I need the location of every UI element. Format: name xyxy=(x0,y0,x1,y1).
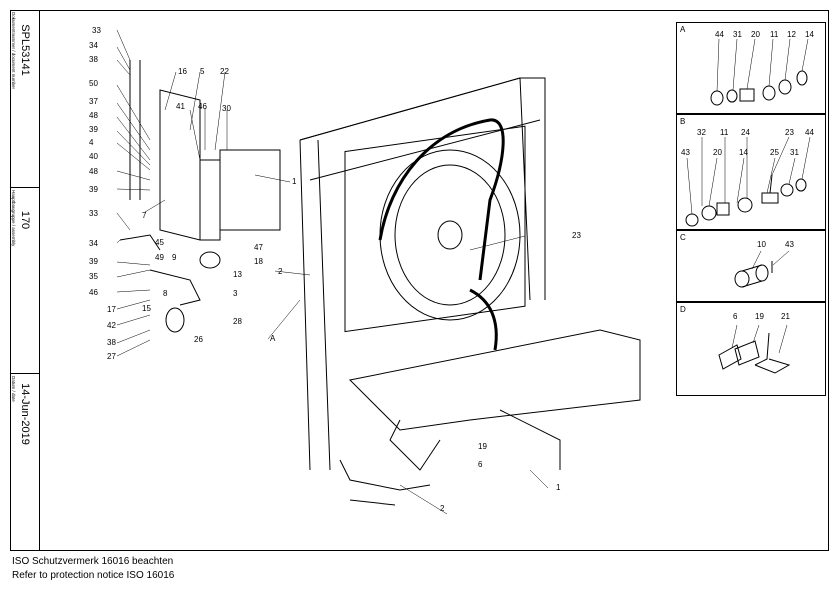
detail-a-label-3: 20 xyxy=(751,30,760,39)
callout-left-6: 48 xyxy=(89,111,98,120)
callout-right-1: 23 xyxy=(572,231,581,240)
detail-letter-a: A xyxy=(680,25,686,34)
detail-b-label-7: 20 xyxy=(713,148,722,157)
detail-b-label-2: 11 xyxy=(720,128,729,137)
date-caption: Datum / date xyxy=(11,376,16,402)
callout-left-5: 37 xyxy=(89,97,98,106)
detail-panel-b: B 32 11 24 23 44 43 20 14 25 31 xyxy=(676,114,826,230)
callout-left-40: 2 xyxy=(278,267,283,276)
callout-left-16: 46 xyxy=(89,288,98,297)
fluid-container xyxy=(165,307,185,333)
detail-a-label-1: 44 xyxy=(715,30,724,39)
callout-left-3: 38 xyxy=(89,55,98,64)
detail-b-label-9: 25 xyxy=(770,148,779,157)
callout-left-32: 15 xyxy=(142,304,151,313)
detail-d-label-1: 6 xyxy=(733,312,738,321)
detail-a-label-6: 14 xyxy=(805,30,814,39)
callout-left-14: 39 xyxy=(89,257,98,266)
protection-notice-english: Refer to protection notice ISO 16016 xyxy=(12,570,175,581)
detail-a-label-4: 11 xyxy=(770,30,779,39)
callout-right-4: 1 xyxy=(556,483,561,492)
detail-b-drawing xyxy=(685,136,811,227)
callout-left-23: 22 xyxy=(220,67,229,76)
detail-b-label-5: 44 xyxy=(805,128,814,137)
callout-left-19: 38 xyxy=(107,338,116,347)
radiator-core-outline xyxy=(344,125,526,333)
callout-left-12: 33 xyxy=(89,209,98,218)
callout-left-24: 41 xyxy=(176,102,185,111)
detail-c-label-2: 43 xyxy=(785,240,794,249)
date-cell: Datum / date 14-Jun-2019 xyxy=(10,374,39,551)
assembly-cell: Hauptbaugruppe / assembly 170 xyxy=(10,188,39,374)
callout-left-26: 30 xyxy=(222,104,231,113)
document-number-cell: Dokumentnummer / document number SPL5314… xyxy=(10,10,39,188)
assembly-caption: Hauptbaugruppe / assembly xyxy=(11,190,16,247)
lower-bracket xyxy=(339,459,431,506)
left-rod xyxy=(129,60,141,200)
detail-letter-b: B xyxy=(680,117,686,126)
callout-left-17: 17 xyxy=(107,305,116,314)
detail-d-label-3: 21 xyxy=(781,312,790,321)
callout-left-33: 26 xyxy=(194,335,203,344)
title-block: Dokumentnummer / document number SPL5314… xyxy=(10,10,40,551)
callout-left-34: 28 xyxy=(233,317,242,326)
detail-c-drawing xyxy=(734,250,790,288)
detail-letter-d: D xyxy=(680,305,686,314)
callout-left-18: 42 xyxy=(107,321,116,330)
callout-left-4: 50 xyxy=(89,79,98,88)
detail-panel-c: C 10 43 xyxy=(676,230,826,302)
callout-right-2: 19 xyxy=(478,442,487,451)
detail-b-label-3: 24 xyxy=(741,128,750,137)
callout-left-2: 34 xyxy=(89,41,98,50)
callout-left-21: 16 xyxy=(178,67,187,76)
side-panel xyxy=(219,149,281,231)
detail-c-label-1: 10 xyxy=(757,240,766,249)
radiator-frame-lines xyxy=(299,77,546,471)
callout-left-9: 40 xyxy=(89,152,98,161)
callout-left-30: 9 xyxy=(172,253,177,262)
chassis-lines xyxy=(348,329,641,431)
callout-left-13: 34 xyxy=(89,239,98,248)
drawing-frame xyxy=(10,10,829,551)
callout-left-31: 8 xyxy=(163,289,168,298)
detail-letter-c: C xyxy=(680,233,686,242)
detail-a-label-2: 31 xyxy=(733,30,742,39)
detail-d-label-2: 19 xyxy=(755,312,764,321)
document-number-caption: Dokumentnummer / document number xyxy=(11,12,16,90)
callout-left-39: 1 xyxy=(292,177,297,186)
callout-left-11: 39 xyxy=(89,185,98,194)
callout-left-28: 45 xyxy=(155,238,164,247)
detail-b-label-10: 31 xyxy=(790,148,799,157)
callout-left-7: 39 xyxy=(89,125,98,134)
callout-left-20: 27 xyxy=(107,352,116,361)
callout-left-10: 48 xyxy=(89,167,98,176)
callout-left-1: 33 xyxy=(92,26,101,35)
callout-left-8: 4 xyxy=(89,138,94,147)
detail-b-label-1: 32 xyxy=(697,128,706,137)
detail-d-drawing xyxy=(718,324,791,374)
callout-left-35: 3 xyxy=(233,289,238,298)
detail-b-label-4: 23 xyxy=(785,128,794,137)
detail-a-drawing xyxy=(710,38,809,106)
detail-b-label-8: 14 xyxy=(739,148,748,157)
callout-left-15: 35 xyxy=(89,272,98,281)
callout-left-27: 7 xyxy=(142,211,147,220)
protection-notice-german: ISO Schutzvermerk 16016 beachten xyxy=(12,556,174,567)
callout-left-41: A xyxy=(270,334,276,343)
callout-left-38: 18 xyxy=(254,257,263,266)
callout-right-3: 6 xyxy=(478,460,483,469)
callout-left-25: 46 xyxy=(198,102,207,111)
callout-left-36: 13 xyxy=(233,270,242,279)
callout-left-22: 5 xyxy=(200,67,205,76)
callout-left-29: 49 xyxy=(155,253,164,262)
detail-b-label-6: 43 xyxy=(681,148,690,157)
callout-right-5: 2 xyxy=(440,504,445,513)
detail-panel-d: D 6 19 21 xyxy=(676,302,826,396)
detail-panel-a: A 44 31 20 11 12 14 xyxy=(676,22,826,114)
callout-left-37: 47 xyxy=(254,243,263,252)
detail-a-label-5: 12 xyxy=(787,30,796,39)
